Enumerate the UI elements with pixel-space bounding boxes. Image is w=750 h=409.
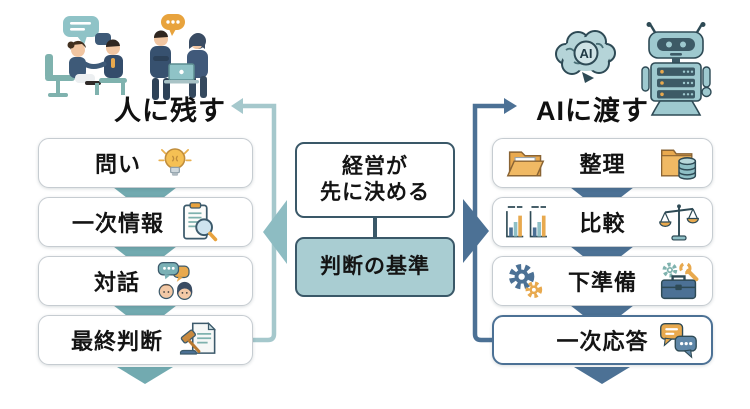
gavel-document-icon — [179, 321, 217, 355]
box-final-decision: 最終判断 — [38, 315, 253, 365]
criteria-to-right-arrow — [463, 199, 489, 263]
gears-icon — [508, 263, 543, 299]
left-loop-arrowhead — [231, 98, 243, 114]
left-chevron-final — [117, 367, 173, 384]
chat-people-icon — [157, 262, 193, 300]
box-dialogue: 対話 — [38, 256, 253, 306]
bar-charts-icon — [506, 206, 547, 238]
folder-open-icon — [506, 151, 545, 177]
business-people-illustration — [45, 14, 208, 100]
lightbulb-icon — [158, 148, 192, 176]
chat-bubbles-icon — [660, 322, 697, 359]
box-compare: 比較 — [492, 197, 713, 247]
box-primary-info-label: 一次情報 — [71, 211, 164, 236]
box-question-label: 問い — [94, 152, 141, 177]
box-first-response: 一次応答 — [492, 315, 713, 365]
box-organize: 整理 — [492, 138, 713, 188]
criteria-box: 判断の基準 — [295, 237, 455, 297]
right-title: AIに渡す — [536, 96, 649, 126]
speech-bubble-navy — [95, 33, 111, 45]
clipboard-search-icon — [183, 202, 218, 242]
criteria-label: 判断の基準 — [320, 254, 430, 278]
center-connector-line — [373, 216, 377, 239]
right-loop-line — [472, 103, 505, 343]
box-organize-label: 整理 — [579, 152, 626, 177]
toolbox-icon — [660, 262, 699, 300]
management-decides-line1: 経営が — [342, 154, 408, 178]
robot-icon — [641, 22, 712, 116]
management-decides-line2: 先に決める — [320, 181, 430, 204]
box-primary-info: 一次情報 — [38, 197, 253, 247]
box-preparation-label: 下準備 — [567, 270, 637, 295]
brain-ai-label: AI — [580, 46, 593, 61]
balance-scale-icon — [659, 204, 699, 241]
box-compare-label: 比較 — [579, 211, 626, 236]
box-dialogue-label: 対話 — [93, 270, 140, 295]
right-chevron-final — [574, 367, 630, 384]
ai-brain-icon: AI — [555, 30, 616, 83]
box-first-response-label: 一次応答 — [556, 329, 649, 354]
left-title: 人に残す — [114, 96, 226, 126]
box-question: 問い — [38, 138, 253, 188]
right-loop-arrowhead — [504, 98, 517, 114]
box-preparation: 下準備 — [492, 256, 713, 306]
left-loop-line — [242, 103, 277, 343]
folder-database-icon — [661, 149, 697, 180]
criteria-to-left-arrow — [263, 200, 287, 264]
management-decides-box: 経営が 先に決める — [295, 142, 455, 218]
box-final-decision-label: 最終判断 — [70, 329, 163, 354]
speech-bubble-teal — [63, 16, 99, 37]
